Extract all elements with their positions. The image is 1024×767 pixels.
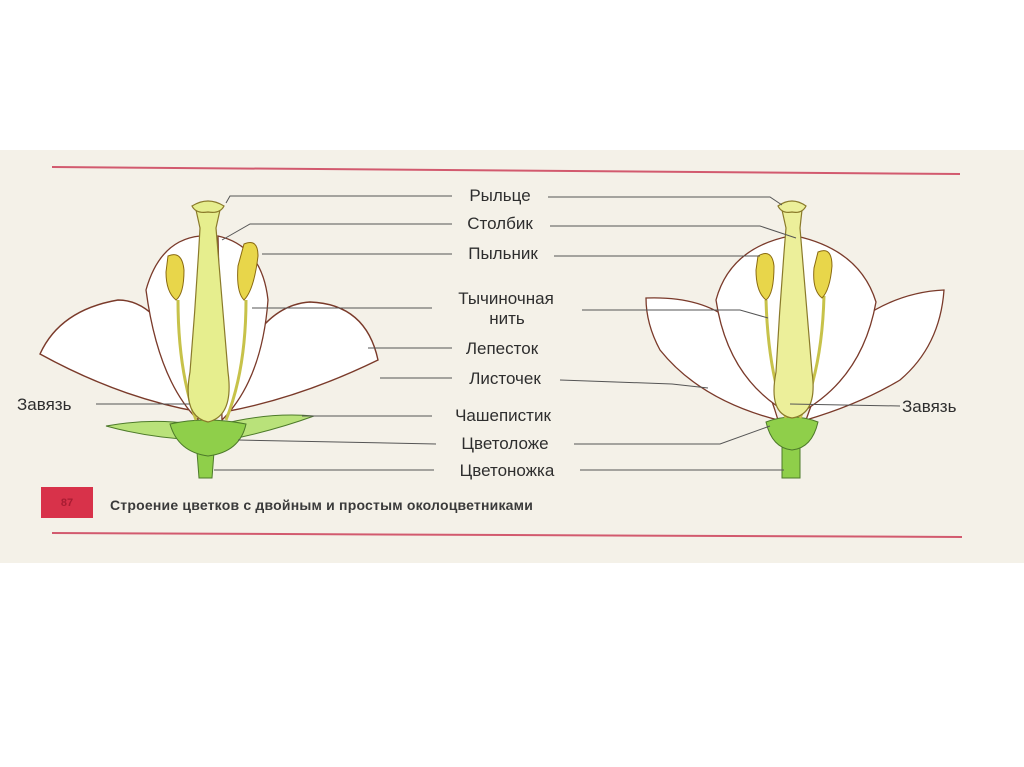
left-receptacle <box>169 419 247 457</box>
label-ovary-left: Завязь <box>17 395 72 414</box>
right-pistil <box>773 209 814 419</box>
left-pistil <box>187 209 230 423</box>
label-tepal: Листочек <box>469 369 541 388</box>
figure-caption: Строение цветков с двойным и простым око… <box>110 497 534 513</box>
label-pedicel: Цветоножка <box>459 461 555 480</box>
label-filament-line2: нить <box>489 309 525 328</box>
right-pedicel <box>781 445 801 479</box>
bottom-rule <box>51 532 963 538</box>
left-stigma <box>191 200 225 213</box>
caption-number: 87 <box>41 487 93 518</box>
right-flower <box>645 200 945 479</box>
label-ovary-right: Завязь <box>902 397 957 416</box>
right-anther-left <box>755 253 775 301</box>
label-style: Столбик <box>467 214 533 233</box>
right-receptacle <box>765 416 819 451</box>
label-stigma: Рыльце <box>469 186 531 205</box>
label-petal: Лепесток <box>465 339 539 358</box>
leader-lines <box>96 195 901 471</box>
left-anther-left <box>165 254 185 301</box>
label-receptacle: Цветоложе <box>461 434 549 453</box>
label-filament-line1: Тычиночная <box>458 289 554 308</box>
left-flower <box>39 200 379 479</box>
label-anther: Пыльник <box>468 244 538 263</box>
right-stigma <box>777 200 807 213</box>
right-anther-right <box>813 250 833 299</box>
left-filament-right <box>224 299 248 421</box>
left-anther-right <box>237 242 259 301</box>
label-sepal: Чашепистик <box>455 406 551 425</box>
top-rule <box>51 166 961 175</box>
